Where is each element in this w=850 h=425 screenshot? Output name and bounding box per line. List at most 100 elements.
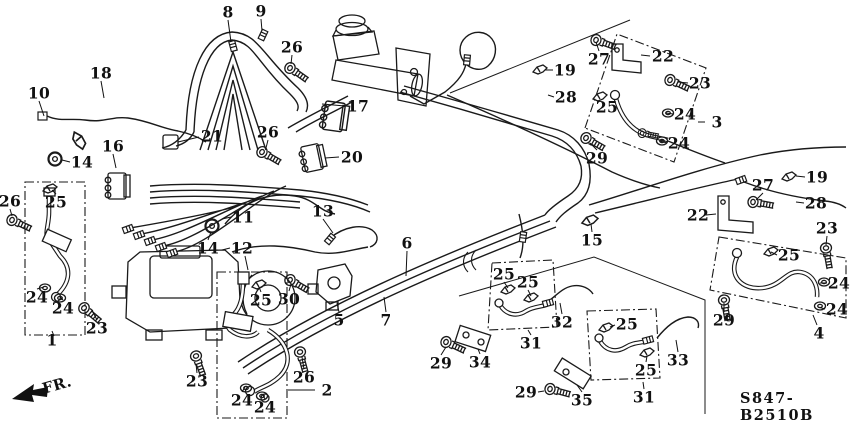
callout-23: 23 bbox=[85, 318, 109, 338]
box-group-2 bbox=[216, 271, 288, 419]
callout-30: 30 bbox=[277, 289, 301, 309]
box-group-3 bbox=[584, 33, 707, 163]
bracket-34 bbox=[454, 324, 492, 353]
callout-31: 31 bbox=[632, 387, 656, 407]
clip-icon bbox=[581, 214, 599, 227]
callout-2: 2 bbox=[321, 380, 333, 400]
joint-block-icon bbox=[297, 141, 329, 174]
callout-14: 14 bbox=[196, 238, 220, 258]
hardware-icons bbox=[4, 28, 836, 401]
callout-24: 24 bbox=[827, 273, 850, 293]
callout-32: 32 bbox=[550, 312, 574, 332]
callout-25: 25 bbox=[249, 290, 273, 310]
callout-25: 25 bbox=[634, 360, 658, 380]
callout-24: 24 bbox=[825, 299, 849, 319]
callout-22: 22 bbox=[651, 46, 675, 66]
fr-arrow-icon bbox=[12, 384, 48, 402]
pipe-fitting-icon bbox=[462, 54, 472, 66]
clip-icon bbox=[532, 64, 548, 75]
callout-29: 29 bbox=[585, 148, 609, 168]
box-group-31a bbox=[487, 259, 558, 331]
bolt-icon bbox=[746, 195, 776, 212]
callout-24: 24 bbox=[25, 287, 49, 307]
bracket-22-right bbox=[717, 195, 754, 234]
grommet-icon bbox=[204, 218, 220, 234]
clip-icon bbox=[500, 284, 516, 295]
callout-14: 14 bbox=[70, 152, 94, 172]
callout-25: 25 bbox=[492, 264, 516, 284]
bolt-icon bbox=[282, 59, 312, 86]
callout-33: 33 bbox=[666, 350, 690, 370]
callout-23: 23 bbox=[688, 73, 712, 93]
callout-25: 25 bbox=[615, 314, 639, 334]
callout-31: 31 bbox=[519, 333, 543, 353]
callout-16: 16 bbox=[101, 136, 125, 156]
callout-1: 1 bbox=[46, 330, 58, 350]
callout-5: 5 bbox=[333, 310, 345, 330]
part-code-label: S847-B2510B bbox=[740, 390, 814, 424]
leader-lines bbox=[9, 18, 828, 400]
callout-13: 13 bbox=[311, 201, 335, 221]
callout-23: 23 bbox=[185, 371, 209, 391]
callout-18: 18 bbox=[89, 63, 113, 83]
callout-15: 15 bbox=[580, 230, 604, 250]
callout-26: 26 bbox=[292, 367, 316, 387]
callout-8: 8 bbox=[222, 2, 234, 22]
joint-block-icon bbox=[104, 172, 131, 200]
clip-icon bbox=[639, 347, 655, 358]
clip-icon bbox=[781, 171, 797, 182]
grommet-icon bbox=[47, 151, 63, 167]
pipe-fitting-icon bbox=[143, 235, 157, 247]
callout-28: 28 bbox=[804, 193, 828, 213]
box-group-4 bbox=[709, 236, 847, 319]
callout-26: 26 bbox=[256, 122, 280, 142]
pipe-fitting-icon bbox=[641, 335, 655, 345]
pipe-fitting-icon bbox=[257, 28, 269, 42]
callout-20: 20 bbox=[340, 147, 364, 167]
callout-27: 27 bbox=[751, 175, 775, 195]
callout-9: 9 bbox=[255, 1, 267, 21]
bracket-22-top bbox=[611, 43, 642, 74]
callout-12: 12 bbox=[230, 238, 254, 258]
callout-4: 4 bbox=[813, 323, 825, 343]
clip-icon bbox=[598, 322, 614, 333]
clip-icon bbox=[70, 129, 88, 152]
callout-29: 29 bbox=[712, 310, 736, 330]
callout-24: 24 bbox=[673, 104, 697, 124]
callout-19: 19 bbox=[553, 60, 577, 80]
callout-28: 28 bbox=[554, 87, 578, 107]
callout-27: 27 bbox=[587, 49, 611, 69]
callout-26: 26 bbox=[0, 191, 22, 211]
brackets bbox=[454, 43, 754, 390]
callout-24: 24 bbox=[51, 298, 75, 318]
callout-21: 21 bbox=[200, 126, 224, 146]
pipe-fitting-icon bbox=[154, 241, 168, 253]
master-cylinder bbox=[331, 14, 431, 107]
bolt-icon bbox=[4, 212, 35, 235]
pipe-fitting-icon bbox=[121, 223, 135, 235]
callout-34: 34 bbox=[468, 352, 492, 372]
callout-6: 6 bbox=[401, 233, 413, 253]
pipe-fitting-icon bbox=[132, 229, 146, 241]
group-boxes bbox=[24, 33, 847, 419]
pipe-fitting-icon bbox=[518, 231, 528, 243]
callout-7: 7 bbox=[380, 310, 392, 330]
section-dividers bbox=[449, 19, 706, 414]
callout-29: 29 bbox=[429, 353, 453, 373]
box-group-1 bbox=[24, 181, 86, 336]
bolt-icon bbox=[254, 144, 284, 168]
callout-25: 25 bbox=[44, 192, 68, 212]
bracket-35 bbox=[553, 357, 593, 390]
pipe-fitting-icon bbox=[323, 232, 337, 246]
callout-35: 35 bbox=[570, 390, 594, 410]
box-group-31b bbox=[586, 308, 661, 381]
callout-24: 24 bbox=[667, 133, 691, 153]
callout-23: 23 bbox=[815, 218, 839, 238]
clip-icon bbox=[523, 292, 539, 303]
callout-24: 24 bbox=[253, 397, 277, 417]
bolt-icon bbox=[543, 381, 573, 401]
pipe-fitting-icon bbox=[228, 39, 238, 53]
callout-25: 25 bbox=[516, 272, 540, 292]
